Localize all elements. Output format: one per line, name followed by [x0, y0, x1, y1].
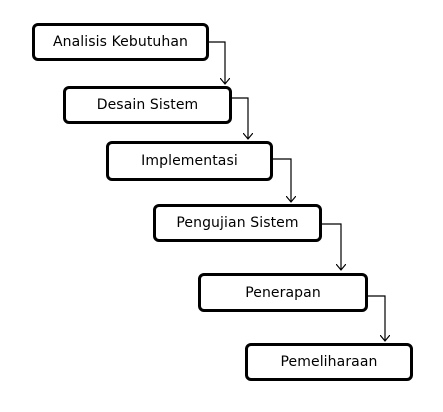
step-penerapan: Penerapan [198, 273, 368, 312]
arrow-3-to-4 [273, 158, 291, 202]
arrow-1-to-2 [209, 41, 225, 84]
step-label: Analisis Kebutuhan [52, 34, 189, 50]
arrow-5-to-6 [368, 295, 385, 341]
step-desain-sistem: Desain Sistem [63, 86, 232, 124]
step-label: Pengujian Sistem [176, 215, 299, 231]
step-pemeliharaan: Pemeliharaan [245, 343, 413, 381]
step-label: Pemeliharaan [280, 354, 378, 370]
arrow-2-to-3 [232, 97, 248, 139]
step-label: Desain Sistem [96, 97, 199, 113]
step-label: Implementasi [141, 153, 238, 169]
arrow-4-to-5 [322, 223, 341, 270]
step-pengujian-sistem: Pengujian Sistem [153, 204, 322, 242]
step-label: Penerapan [245, 284, 321, 301]
step-implementasi: Implementasi [106, 141, 273, 181]
step-analisis-kebutuhan: Analisis Kebutuhan [32, 23, 209, 61]
